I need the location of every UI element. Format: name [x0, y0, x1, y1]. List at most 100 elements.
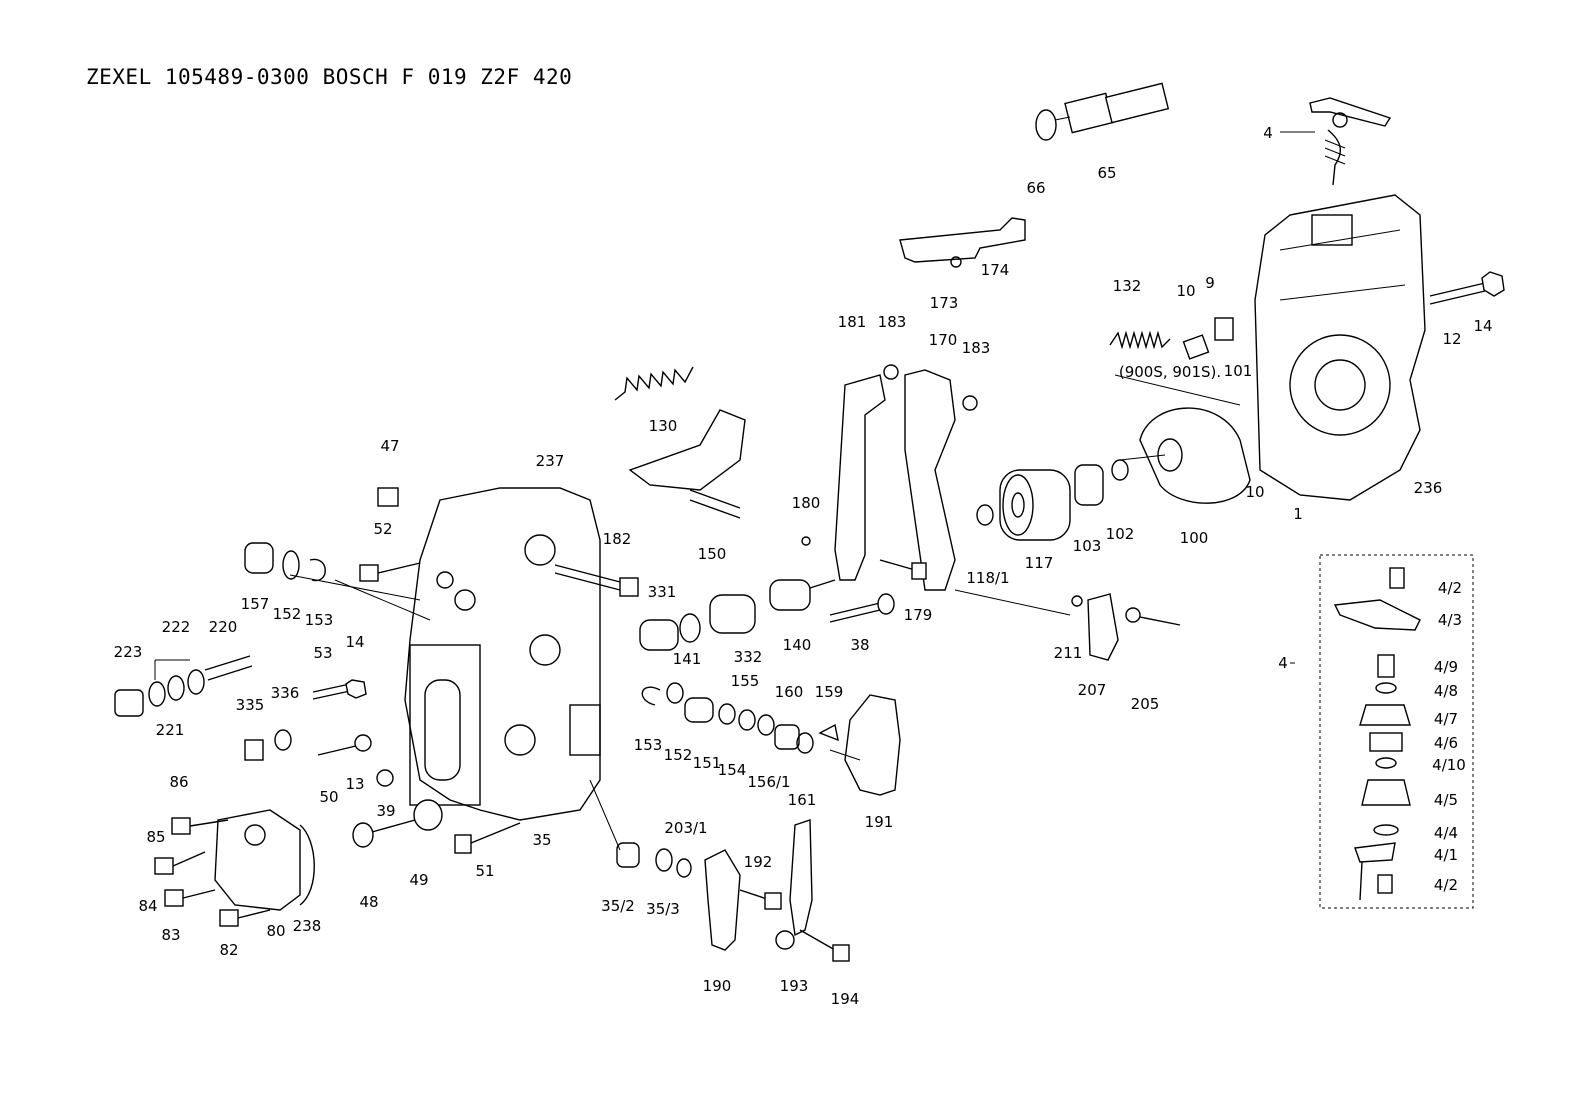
callout-label-43: 14	[345, 633, 364, 651]
inset-callout-label-3: 4/8	[1434, 682, 1458, 700]
part-100-flyweights	[1139, 407, 1251, 504]
part-237-housing	[404, 487, 601, 821]
callout-label-32: 153	[305, 611, 334, 629]
callout-label-56: 154	[718, 761, 747, 779]
callout-label-41: 223	[114, 643, 143, 661]
callout-label-15: 130	[649, 417, 678, 435]
callout-label-26: 52	[373, 520, 392, 538]
part-179-pin	[879, 559, 927, 580]
callout-label-17: 236	[1414, 479, 1443, 497]
inset-callout-label-1: 4/3	[1438, 611, 1462, 629]
callout-label-73: 35/3	[646, 900, 680, 918]
callout-label-6: 10	[1176, 282, 1195, 300]
callout-label-63: 35	[532, 831, 551, 849]
callout-label-20: 237	[536, 452, 565, 470]
callout-label-34: 179	[904, 606, 933, 624]
callout-label-13: 183	[962, 339, 991, 357]
part-157-cap	[244, 542, 326, 582]
callout-label-61: 39	[376, 802, 395, 820]
callout-label-9: 14	[1473, 317, 1492, 335]
callout-label-72: 35/2	[601, 897, 635, 915]
callout-label-22: 102	[1106, 525, 1135, 543]
callout-label-25: 150	[698, 545, 727, 563]
part-117-sleeve	[999, 469, 1071, 541]
part-193-lever	[789, 819, 813, 937]
part-335-bolt	[244, 729, 292, 761]
part-192-bolt	[739, 889, 782, 910]
variant-note: (900S, 901S).	[1119, 363, 1221, 381]
callout-label-53: 153	[634, 736, 663, 754]
inset-reference-label: 4	[1278, 654, 1288, 672]
inset-part-drawings	[1333, 567, 1421, 901]
inset-frame	[1319, 554, 1474, 909]
part-130-spring	[614, 366, 694, 401]
part-49-sleeve	[413, 799, 443, 831]
part-102-washer	[1111, 459, 1129, 481]
callout-label-75: 80	[266, 922, 285, 940]
callout-label-27: 182	[603, 530, 632, 548]
callout-label-49: 336	[271, 684, 300, 702]
callout-label-47: 221	[156, 721, 185, 739]
callout-label-1: 66	[1026, 179, 1045, 197]
callout-label-70: 48	[359, 893, 378, 911]
part-331-spring	[639, 579, 836, 651]
part-38-screw	[829, 593, 895, 623]
part-53-screw	[312, 679, 367, 700]
part-86-bolt-head	[171, 817, 191, 835]
callout-label-48: 335	[236, 696, 265, 714]
callout-label-60: 50	[319, 788, 338, 806]
callout-label-76: 238	[293, 917, 322, 935]
callout-label-59: 13	[345, 775, 364, 793]
inset-callout-label-8: 4/4	[1434, 824, 1458, 842]
part-174-bracket	[899, 217, 1026, 268]
callout-label-31: 152	[273, 605, 302, 623]
part-65-sensor	[1035, 82, 1170, 141]
callout-label-40: 141	[673, 650, 702, 668]
part-170-lever	[904, 369, 956, 591]
callout-label-21: 180	[792, 494, 821, 512]
callout-label-78: 190	[703, 977, 732, 995]
callout-label-8: 12	[1442, 330, 1461, 348]
callout-label-67: 51	[475, 862, 494, 880]
callout-label-16: 10	[1245, 483, 1264, 501]
part-183-bushing	[883, 364, 899, 380]
callout-label-77: 82	[219, 941, 238, 959]
part-182-bolt	[554, 564, 639, 597]
callout-label-65: 85	[146, 828, 165, 846]
callout-label-55: 151	[693, 754, 722, 772]
part-180-pin	[801, 536, 811, 546]
callout-label-42: 53	[313, 644, 332, 662]
callout-label-38: 140	[783, 636, 812, 654]
callout-label-10: 181	[838, 313, 867, 331]
callout-label-0: 4	[1263, 124, 1273, 142]
part-47-nut	[377, 487, 399, 507]
part-118-1-washer	[976, 504, 994, 526]
callout-label-4: 173	[930, 294, 959, 312]
inset-callout-label-2: 4/9	[1434, 658, 1458, 676]
callout-label-28: 117	[1025, 554, 1054, 572]
callout-label-35: 222	[162, 618, 191, 636]
callout-label-29: 118/1	[966, 569, 1009, 587]
part-151-chain	[641, 682, 839, 754]
diagram-title: ZEXEL 105489-0300 BOSCH F 019 Z2F 420	[86, 65, 572, 89]
inset-callout-label-9: 4/1	[1434, 846, 1458, 864]
part-12-stud	[1429, 271, 1505, 305]
inset-callouts: 4/24/34/94/84/74/64/104/54/44/14/2	[1432, 579, 1466, 894]
callout-label-18: 1	[1293, 505, 1303, 523]
callout-label-57: 156/1	[747, 773, 790, 791]
part-223-plug	[114, 655, 253, 717]
part-bolts-left	[154, 817, 271, 927]
callout-label-51: 160	[775, 683, 804, 701]
part-132-spring	[1109, 330, 1171, 350]
callout-label-2: 65	[1097, 164, 1116, 182]
callout-label-69: 84	[138, 897, 157, 915]
callout-label-44: 211	[1054, 644, 1083, 662]
callout-label-64: 191	[865, 813, 894, 831]
callout-label-19: 47	[380, 437, 399, 455]
part-191-bracket	[844, 694, 901, 796]
callout-label-5: 132	[1113, 277, 1142, 295]
callout-label-33: 331	[648, 583, 677, 601]
part-drawings	[114, 82, 1505, 962]
